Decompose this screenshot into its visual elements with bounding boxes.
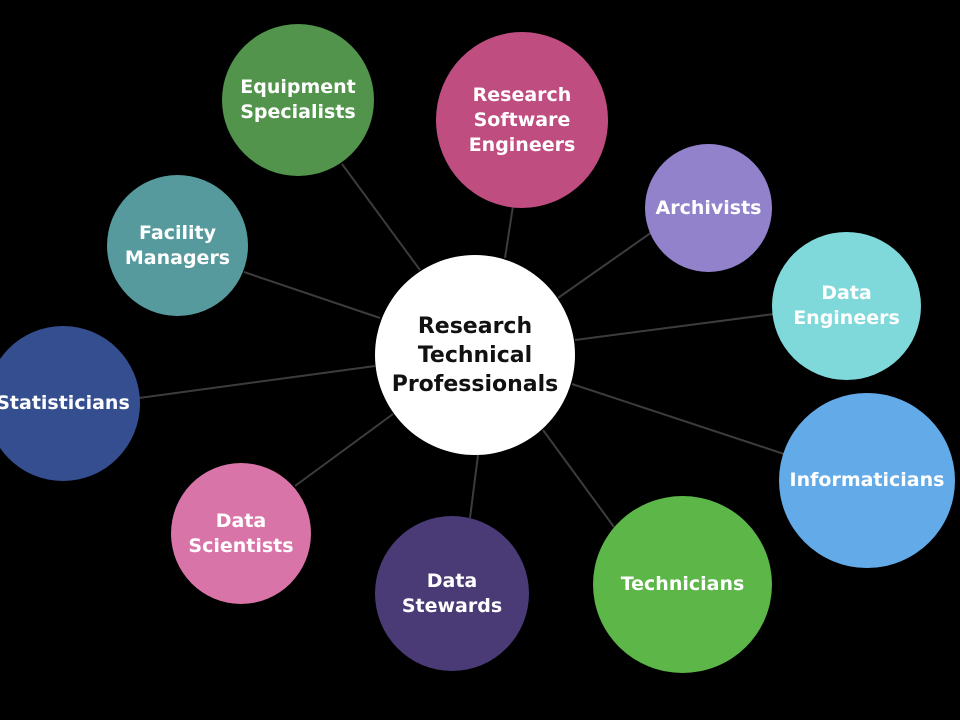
node-label: Data Engineers — [793, 282, 900, 329]
link-facility-managers — [243, 271, 381, 319]
link-data-engineers — [574, 313, 775, 341]
node-label: Equipment Specialists — [240, 76, 356, 123]
node-statisticians: Statisticians — [0, 326, 140, 481]
node-data-engineers: Data Engineers — [772, 232, 921, 380]
link-data-scientists — [294, 413, 394, 487]
node-data-stewards: Data Stewards — [375, 516, 529, 671]
link-informaticians — [571, 383, 785, 455]
node-label: Data Stewards — [401, 569, 503, 617]
node-label: Facility Managers — [124, 221, 231, 269]
node-label: Technicians — [620, 573, 745, 595]
node-equipment-specialists: Equipment Specialists — [222, 24, 374, 176]
center-node-research-technical-professionals: Research Technical Professionals — [375, 255, 575, 455]
link-statisticians — [138, 365, 376, 399]
link-equipment-specialists — [341, 163, 421, 271]
link-archivists — [557, 231, 653, 299]
link-research-software-engineers — [504, 205, 514, 259]
center-label: Research Technical Professionals — [391, 313, 559, 397]
link-data-stewards — [469, 454, 479, 519]
node-informaticians: Informaticians — [779, 393, 955, 568]
node-label: Informaticians — [789, 469, 945, 491]
node-data-scientists: Data Scientists — [171, 463, 311, 604]
link-technicians — [542, 429, 615, 528]
node-technicians: Technicians — [593, 496, 772, 673]
node-label: Data Scientists — [188, 509, 294, 557]
node-research-software-engineers: Research Software Engineers — [436, 32, 608, 208]
node-facility-managers: Facility Managers — [107, 175, 248, 316]
node-label: Archivists — [655, 196, 762, 219]
node-label: Research Software Engineers — [468, 83, 576, 156]
node-archivists: Archivists — [645, 144, 772, 272]
node-label: Statisticians — [0, 392, 130, 414]
